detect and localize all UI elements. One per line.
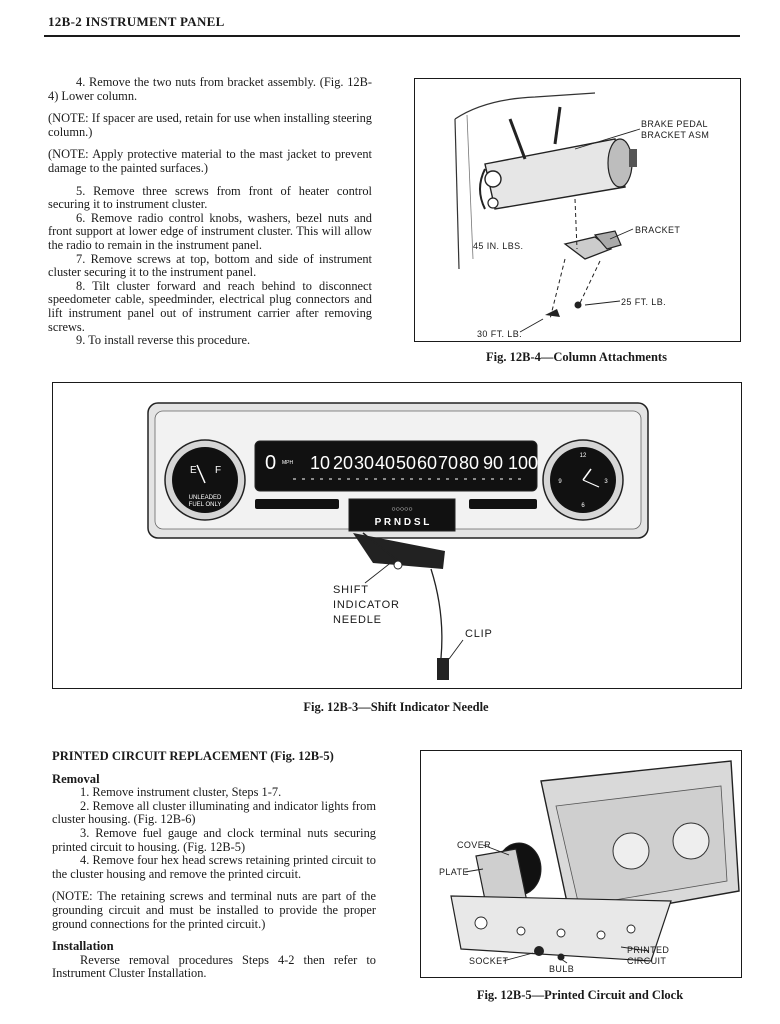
instrument-cluster-drawing: E F UNLEADED FUEL ONLY 12 3 6 9 0 MPH 10… [147, 402, 649, 680]
figure-printed-circuit: COVER PLATE SOCKET BULB PRINTED CIRCUIT [420, 750, 742, 978]
caption-fig-12b-3: Fig. 12B-3—Shift Indicator Needle [303, 700, 489, 714]
label-printed: PRINTED [627, 945, 669, 955]
top-text-column: 4. Remove the two nuts from bracket asse… [48, 75, 372, 348]
removal-step-2: 2. Remove all cluster illuminating and i… [52, 798, 376, 827]
label-bracket: BRACKET [635, 225, 680, 235]
label-socket: SOCKET [469, 956, 509, 966]
caption-fig-12b-4: Fig. 12B-4—Column Attachments [486, 350, 667, 364]
removal-heading: Removal [52, 771, 100, 786]
label-45-in-lbs: 45 IN. LBS. [473, 241, 523, 251]
step-4: 4. Remove the two nuts from bracket asse… [48, 75, 372, 103]
speed-tick-60: 60 [417, 453, 437, 473]
figure-shift-indicator: E F UNLEADED FUEL ONLY 12 3 6 9 0 MPH 10… [52, 382, 742, 689]
label-plate: PLATE [439, 867, 469, 877]
fuel-empty-mark: E [190, 465, 197, 476]
label-25-ft-lb: 25 FT. LB. [621, 297, 666, 307]
page-header: 12B-2 INSTRUMENT PANEL [48, 14, 225, 29]
speed-tick-90: 90 [483, 453, 503, 473]
removal-step-4: 4. Remove four hex head screws retaining… [52, 853, 376, 881]
prndsl-indicator: P R N D S L [375, 517, 430, 528]
label-circuit: CIRCUIT [627, 956, 666, 966]
clock-3: 3 [604, 479, 608, 485]
step-8: 8. Tilt cluster forward and reach behind… [48, 278, 372, 334]
step-6: 6. Remove radio control knobs, washers, … [48, 210, 372, 252]
figure-column-attachments: BRAKE PEDAL BRACKET ASM BRACKET 45 IN. L… [414, 78, 741, 342]
removal-step-3: 3. Remove fuel gauge and clock terminal … [52, 825, 376, 854]
speed-tick-100: 100 [508, 453, 538, 473]
speed-tick-80: 80 [459, 453, 479, 473]
note-grounding: (NOTE: The retaining screws and terminal… [52, 889, 376, 931]
caption-fig-12b-5: Fig. 12B-5—Printed Circuit and Clock [476, 988, 684, 1002]
label-30-ft-lb: 30 FT. LB. [477, 329, 522, 339]
speed-scale: 10 20 30 40 50 60 70 80 90 100 [310, 453, 538, 473]
label-cover: COVER [457, 840, 491, 850]
speed-zero: 0 [265, 452, 276, 474]
label-needle: NEEDLE [333, 614, 382, 626]
speed-tick-20: 20 [333, 453, 353, 473]
column-attachments-drawing: BRAKE PEDAL BRACKET ASM BRACKET 45 IN. L… [454, 92, 709, 339]
speed-tick-50: 50 [396, 453, 416, 473]
svg-text:○○○○○: ○○○○○ [391, 506, 412, 513]
speed-tick-70: 70 [438, 453, 458, 473]
installation-heading: Installation [52, 939, 114, 954]
label-bulb: BULB [549, 964, 574, 974]
header-rule [44, 35, 740, 37]
printed-circuit-heading: PRINTED CIRCUIT REPLACEMENT (Fig. 12B-5) [52, 749, 334, 763]
speed-tick-10: 10 [310, 453, 330, 473]
note-spacer: (NOTE: If spacer are used, retain for us… [48, 111, 372, 139]
label-bracket-asm: BRACKET ASM [641, 130, 709, 140]
clock-9: 9 [558, 479, 562, 485]
step-5: 5. Remove three screws from front of hea… [48, 183, 372, 212]
removal-step-1: 1. Remove instrument cluster, Steps 1-7. [80, 785, 282, 800]
step-9: 9. To install reverse this procedure. [76, 333, 251, 348]
label-clip: CLIP [465, 628, 493, 640]
fuel-only-text: FUEL ONLY [189, 502, 222, 508]
clock-6: 6 [581, 503, 585, 509]
printed-circuit-drawing: COVER PLATE SOCKET BULB PRINTED CIRCUIT [439, 760, 740, 974]
fuel-unleaded-text: UNLEADED [189, 495, 222, 501]
label-brake-pedal: BRAKE PEDAL [641, 119, 708, 129]
bottom-text-column: PRINTED CIRCUIT REPLACEMENT (Fig. 12B-5)… [52, 749, 376, 981]
installation-step: Reverse removal procedures Steps 4-2 the… [52, 952, 376, 981]
speed-tick-40: 40 [375, 453, 395, 473]
clock-12: 12 [580, 453, 587, 459]
speed-tick-30: 30 [354, 453, 374, 473]
label-indicator: INDICATOR [333, 599, 400, 611]
label-shift: SHIFT [333, 584, 369, 596]
note-protective: (NOTE: Apply protective material to the … [48, 147, 372, 175]
speed-mph-label: MPH [282, 460, 294, 466]
step-7: 7. Remove screws at top, bottom and side… [48, 251, 372, 280]
fuel-full-mark: F [215, 465, 221, 476]
